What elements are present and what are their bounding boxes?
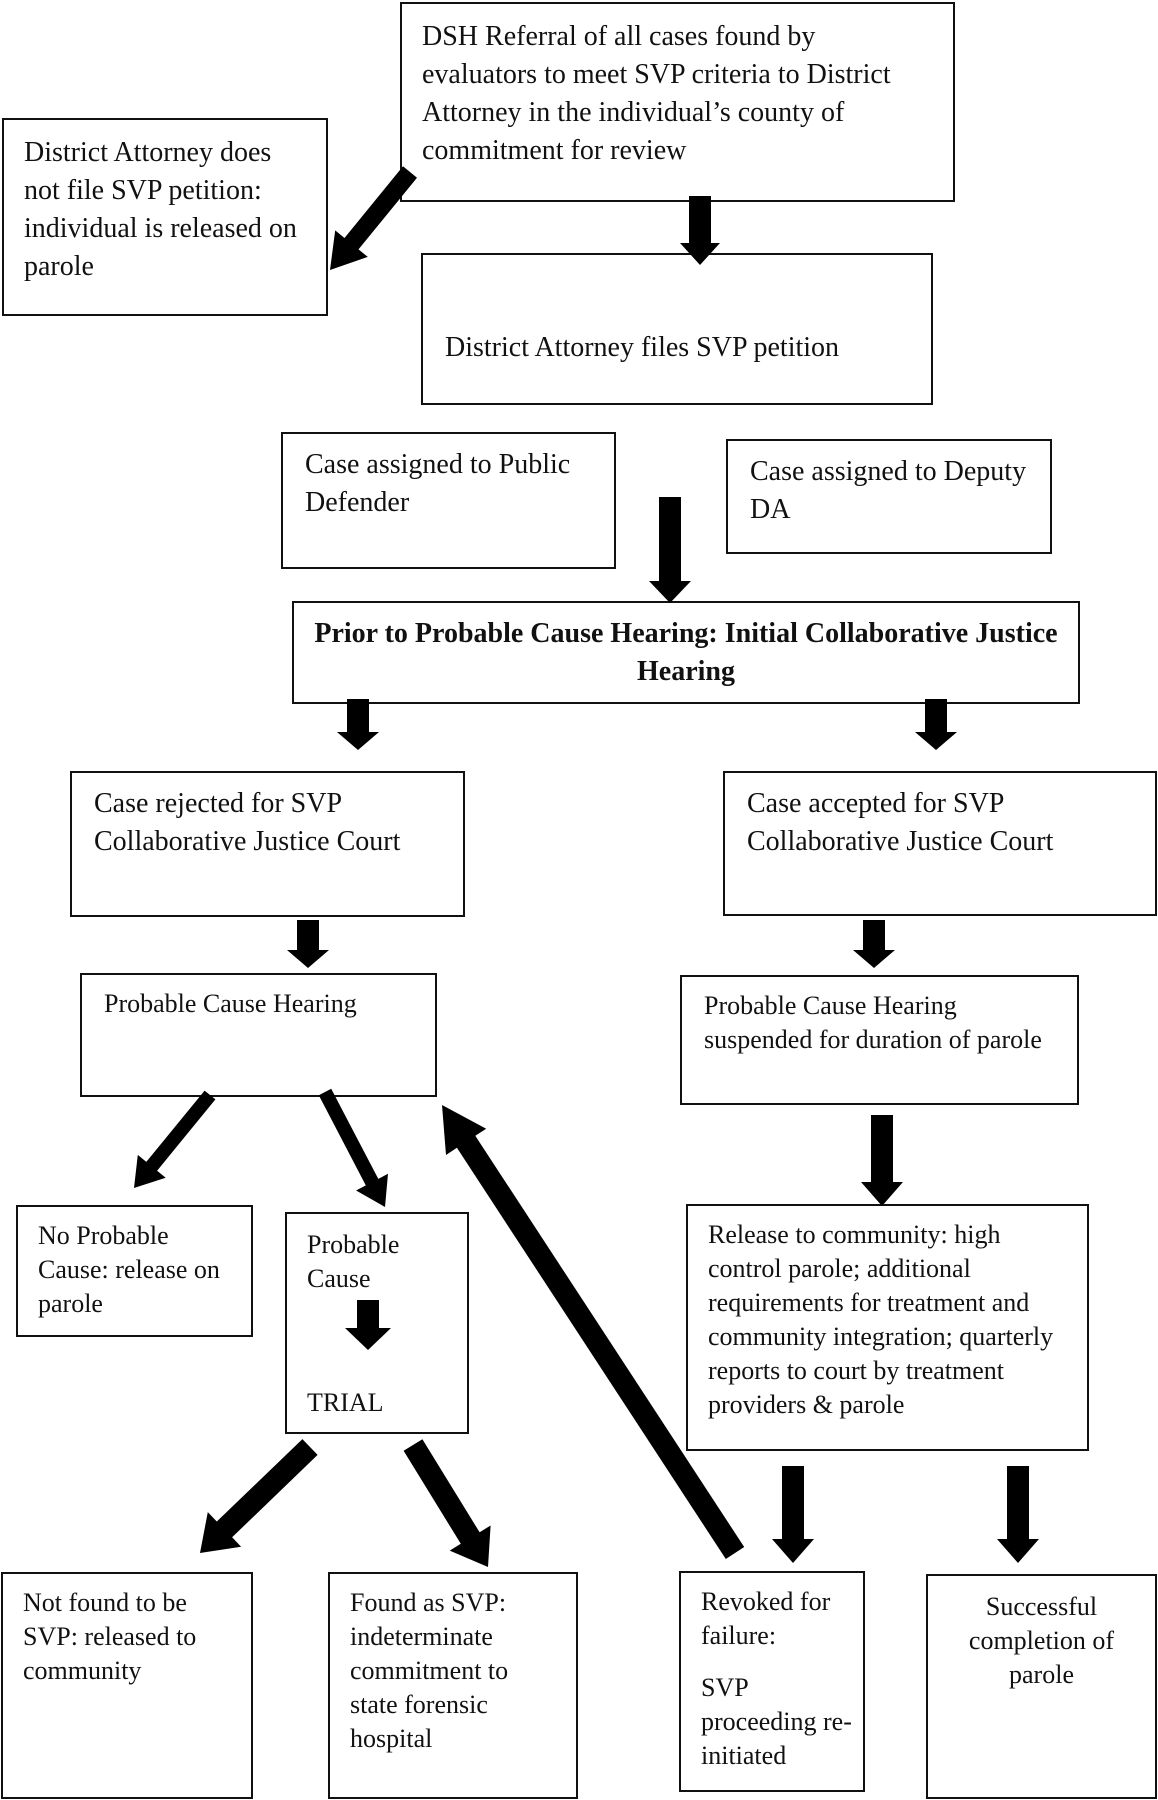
- arrow-pc-hearing-to-no-cause: [134, 1090, 216, 1188]
- successful-completion-box: Successful completion of parole: [926, 1574, 1157, 1799]
- arrow-referral-to-not-file: [330, 166, 417, 270]
- arrow-referral-to-petition: [680, 196, 720, 265]
- case-accepted-box: Case accepted for SVP Collaborative Just…: [723, 771, 1157, 916]
- arrow-hearing-to-rejected: [337, 699, 379, 750]
- not-svp-box: Not found to be SVP: released to communi…: [1, 1572, 253, 1799]
- arrow-pc-hearing-to-probable-cause: [318, 1088, 388, 1207]
- arrow-hearing-to-accepted: [915, 699, 957, 750]
- arrow-rejected-to-pc-hearing: [287, 920, 329, 968]
- arrow-revoked-to-pc-hearing: [442, 1105, 745, 1559]
- no-probable-cause-box: No Probable Cause: release on parole: [16, 1205, 253, 1337]
- probable-cause-hearing-box: Probable Cause Hearing: [80, 973, 437, 1097]
- arrow-probable-cause-to-trial: [345, 1300, 391, 1350]
- revoked-box: Revoked for failure: SVP proceeding re-i…: [679, 1571, 865, 1792]
- revoked-label: Revoked for failure:: [701, 1587, 831, 1650]
- arrow-petition-to-hearing: [649, 497, 691, 603]
- case-rejected-box: Case rejected for SVP Collaborative Just…: [70, 771, 465, 917]
- probable-cause-trial-box: Probable Cause TRIAL: [285, 1212, 469, 1434]
- deputy-da-box: Case assigned to Deputy DA: [726, 439, 1052, 554]
- probable-cause-label: Probable Cause: [307, 1230, 400, 1293]
- arrow-release-to-revoked: [772, 1466, 814, 1563]
- found-svp-box: Found as SVP: indeterminate commitment t…: [328, 1572, 578, 1799]
- arrow-accepted-to-pc-suspended: [853, 920, 895, 968]
- da-not-file-box: District Attorney does not file SVP peti…: [2, 118, 328, 316]
- arrow-suspended-to-release: [861, 1115, 903, 1206]
- public-defender-box: Case assigned to Public Defender: [281, 432, 616, 569]
- trial-label: TRIAL: [307, 1388, 384, 1417]
- arrow-trial-to-not-svp: [200, 1439, 318, 1553]
- initial-hearing-box: Prior to Probable Cause Hearing: Initial…: [292, 601, 1080, 704]
- arrow-release-to-successful: [997, 1466, 1039, 1563]
- svp-reinitiated-label: SVP proceeding re-initiated: [701, 1673, 852, 1770]
- arrow-trial-to-found-svp: [403, 1439, 491, 1567]
- release-community-box: Release to community: high control parol…: [686, 1204, 1089, 1451]
- dsh-referral-box: DSH Referral of all cases found by evalu…: [400, 2, 955, 202]
- da-files-box: District Attorney files SVP petition: [421, 253, 933, 405]
- probable-cause-suspended-box: Probable Cause Hearing suspended for dur…: [680, 975, 1079, 1105]
